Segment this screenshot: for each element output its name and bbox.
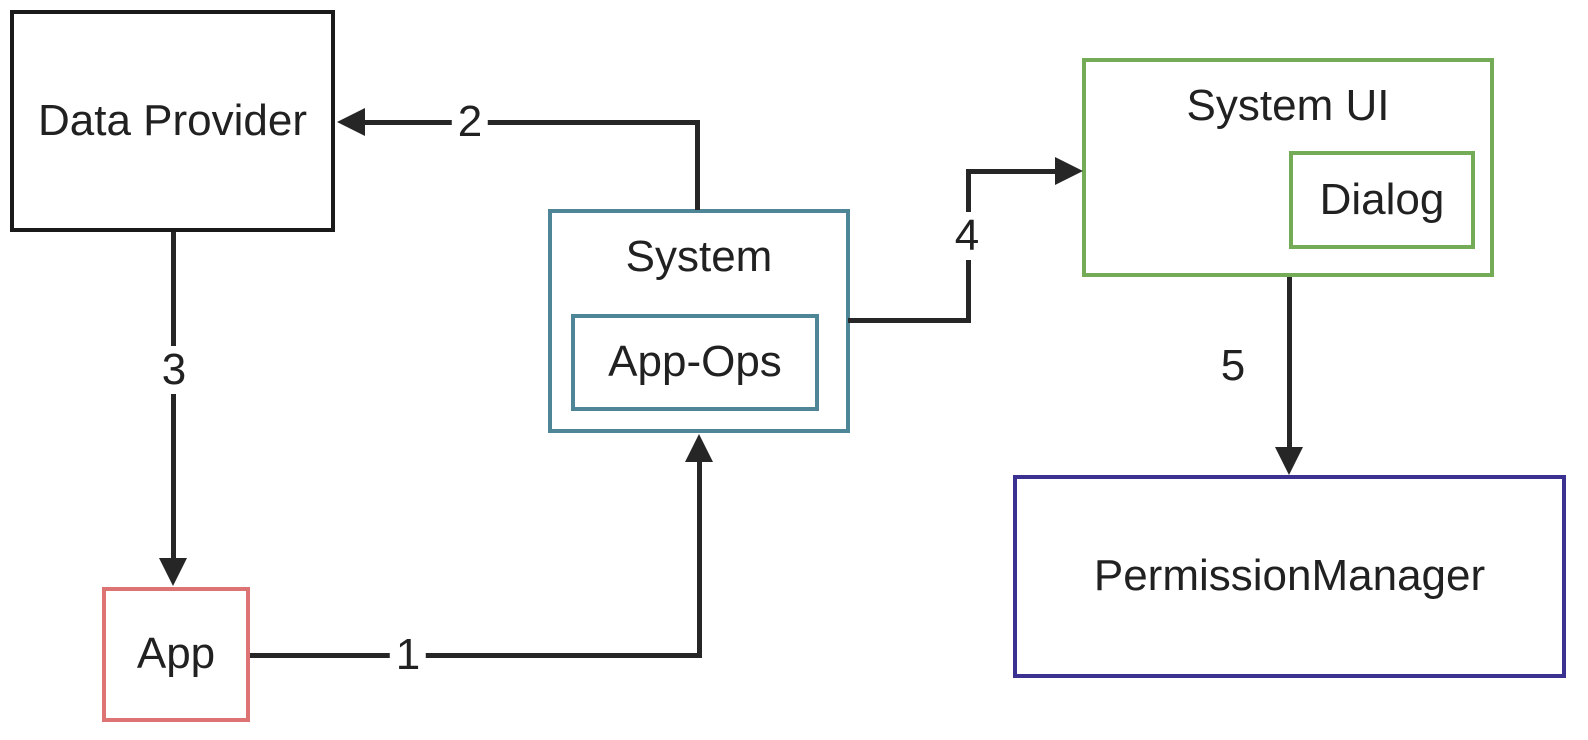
arrow-2-label: 2 bbox=[451, 98, 489, 146]
arrow-5-vertical-segment bbox=[1287, 277, 1292, 450]
arrow-5-arrowhead-icon bbox=[1275, 447, 1303, 475]
data-provider-box: Data Provider bbox=[10, 10, 335, 232]
dialog-label: Dialog bbox=[1319, 174, 1445, 224]
arrow-1-horizontal-segment bbox=[250, 653, 702, 658]
system-ui-box: System UI Dialog bbox=[1082, 58, 1494, 277]
arrow-2-vertical-segment bbox=[695, 120, 700, 210]
app-ops-label: App-Ops bbox=[608, 337, 782, 387]
arrow-1-label: 1 bbox=[389, 631, 427, 679]
data-provider-label: Data Provider bbox=[37, 95, 307, 145]
permission-manager-label: PermissionManager bbox=[1093, 551, 1486, 601]
arrow-3-label: 3 bbox=[155, 346, 193, 394]
arrow-1-vertical-segment bbox=[697, 455, 702, 658]
arrow-4-label: 4 bbox=[948, 212, 986, 260]
arrow-3-vertical-segment bbox=[171, 232, 176, 562]
app-box: App bbox=[102, 587, 250, 722]
arrow-1-arrowhead-icon bbox=[685, 434, 713, 462]
system-label: System bbox=[625, 232, 773, 281]
system-ui-label: System UI bbox=[1186, 81, 1390, 130]
app-ops-box: App-Ops bbox=[571, 314, 819, 411]
arrow-4-arrowhead-icon bbox=[1055, 157, 1083, 185]
arrow-4-horizontal-segment-2 bbox=[966, 169, 1060, 174]
dialog-box: Dialog bbox=[1289, 151, 1475, 249]
arrow-2-arrowhead-icon bbox=[337, 108, 365, 136]
permission-manager-box: PermissionManager bbox=[1013, 475, 1566, 678]
arrow-3-arrowhead-icon bbox=[159, 558, 187, 586]
app-label: App bbox=[136, 629, 216, 679]
arrow-5-label: 5 bbox=[1214, 342, 1252, 390]
system-box: System App-Ops bbox=[548, 209, 850, 433]
arrow-4-horizontal-segment-1 bbox=[848, 318, 971, 323]
arrow-2-horizontal-segment bbox=[360, 120, 700, 125]
